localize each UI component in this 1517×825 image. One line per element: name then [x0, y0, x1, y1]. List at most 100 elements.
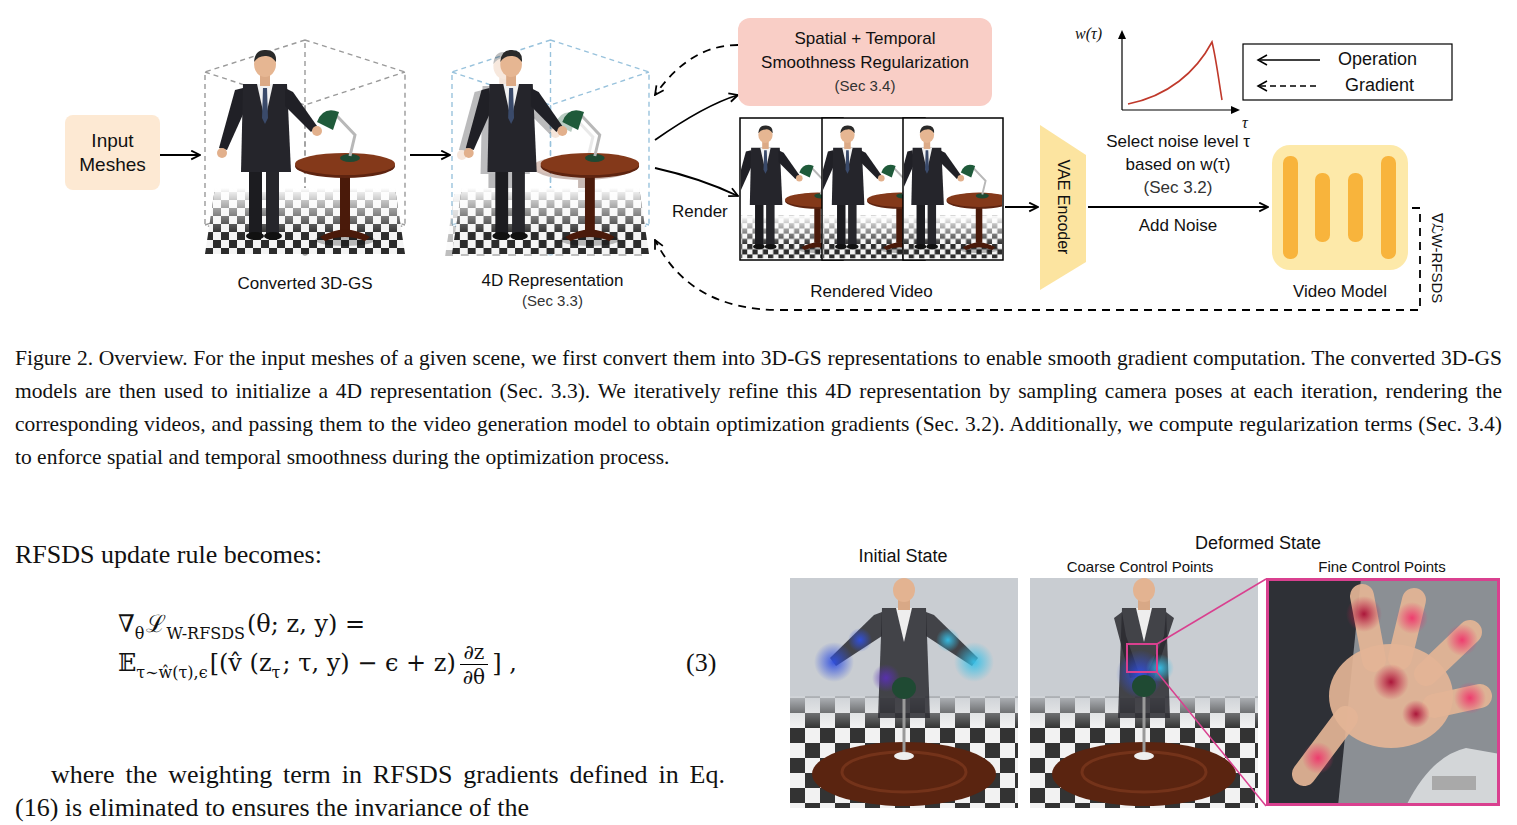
deformed-state-render: [1136, 608, 1152, 642]
operation-arrow: [1005, 206, 1038, 208]
video-frames: [888, 125, 1018, 258]
node-label: 4D Representation: [482, 270, 624, 291]
equation-subscript: τ∼ŵ(τ),ϵ: [136, 663, 207, 682]
label-wrap: Initial State: [793, 545, 1013, 567]
edge-label: Add Noise: [1118, 216, 1238, 236]
fine-control-closeup: [1304, 596, 1480, 774]
legend-text: Operation: [1338, 49, 1417, 69]
section-ref: (Sec 3.2): [1118, 177, 1238, 199]
weight-plot: [1128, 42, 1222, 104]
video-model-shape: [1348, 173, 1363, 242]
body-text: RFSDS update rule becomes:: [15, 540, 322, 569]
edge-label: Render: [672, 202, 728, 221]
step-note: Select noise level τ based on w(τ): [1093, 130, 1263, 176]
deformed-state-render: [1127, 644, 1157, 672]
video-model-shape: [1315, 173, 1330, 242]
equation-term: ] ,: [492, 649, 517, 677]
figure-caption: Figure 2. Overview. For the input meshes…: [15, 342, 1502, 474]
label-wrap: RFSDS update rule becomes:: [15, 538, 322, 572]
initial-state-render: [936, 628, 960, 652]
fraction-numerator: ∂z: [460, 640, 488, 665]
initial-state-render: [954, 642, 994, 682]
vae-encoder-shape: [1040, 125, 1086, 290]
fine-control-closeup: [1406, 748, 1500, 806]
node-label: Input Meshes: [69, 129, 156, 177]
deformed-state-render: [1133, 578, 1155, 602]
initial-state-render: [790, 578, 1018, 808]
weight-plot: [1231, 106, 1240, 114]
4d-representation: 4D Representation(Sec 3.3): [450, 38, 655, 310]
equation-subscript: τ: [272, 663, 281, 682]
equation-subscript: θ: [135, 624, 145, 643]
converted-3dgs: Converted 3D-GS: [200, 38, 410, 298]
regularization-box: Spatial + Temporal Smoothness Regulariza…: [738, 18, 992, 106]
4d-representation-figure: [452, 50, 649, 254]
body-paragraph: where the weighting term in RFSDS gradie…: [15, 758, 725, 824]
panel-subtitle: Fine Control Points: [1272, 558, 1492, 576]
fine-control-closeup: [1266, 578, 1500, 806]
zoom-lines: [1157, 579, 1266, 644]
operation-arrow: [655, 168, 738, 196]
weight-plot: [1118, 30, 1240, 114]
label-wrap: Select noise level τ based on w(τ): [1093, 130, 1263, 176]
deformed-state-render: [1030, 578, 1258, 808]
video-frames: [888, 125, 1018, 258]
fine-control-closeup: [1302, 742, 1334, 774]
panel-title: Initial State: [793, 545, 1013, 567]
zoom-lines: [1157, 672, 1266, 806]
deformed-state-render: [1134, 752, 1154, 760]
axis-label: τ: [1242, 114, 1248, 131]
label-wrap: τ: [1242, 113, 1248, 133]
operation-arrow: [655, 95, 738, 140]
video-model-shape: [1272, 145, 1408, 270]
fine-control-closeup: [1446, 624, 1478, 656]
fraction: ∂z∂θ: [460, 640, 488, 689]
operation-arrow: [160, 154, 200, 156]
legend-box: [1260, 59, 1320, 61]
deformed-state-render: [1030, 578, 1258, 808]
fine-control-closeup: [1268, 580, 1499, 805]
deformed-state-render: [1030, 578, 1258, 808]
label-wrap: Coarse Control Points: [1030, 558, 1250, 576]
panel-subtitle: Coarse Control Points: [1030, 558, 1250, 576]
node-label: Converted 3D-GS: [237, 273, 372, 294]
video-model-shape: [1381, 156, 1396, 259]
fine-control-closeup: [1373, 664, 1409, 700]
operation-arrow: [410, 154, 450, 156]
legend-entry: Operation: [1338, 48, 1417, 70]
4d-representation-figure: [445, 40, 649, 256]
input-box: Input Meshes: [65, 115, 160, 190]
deformed-state-render: [1132, 675, 1156, 697]
video-model: Video Model: [1268, 140, 1412, 302]
initial-state-render: [790, 578, 1018, 808]
initial-state-render: [848, 628, 872, 652]
deformed-state-render: [1082, 752, 1206, 792]
fine-control-closeup: [1432, 776, 1476, 790]
equation-term: ∇: [118, 610, 135, 638]
operation-arrow: [1088, 206, 1268, 208]
equation-term: (θ; z, y) =: [247, 610, 365, 638]
legend-entry: Gradient: [1345, 74, 1414, 96]
equation-term: ℒ: [146, 610, 166, 638]
label-wrap: Deformed State: [1128, 532, 1388, 554]
video-frames: [726, 118, 1018, 260]
fine-control-closeup: [1454, 682, 1486, 714]
gradient-arrow: [655, 208, 1420, 310]
gradient-arrow: [655, 45, 738, 95]
equation-number: (3): [686, 648, 716, 677]
node-label: Rendered Video: [810, 281, 933, 302]
converted-3dgs-figure: [205, 50, 405, 254]
label-wrap: Fine Control Points: [1272, 558, 1492, 576]
axis-label: w(τ): [1075, 25, 1102, 42]
initial-state-render: [814, 642, 854, 682]
rendered-video: Rendered Video: [738, 112, 1005, 302]
fine-control-closeup: [1266, 578, 1500, 806]
equation-term: ; τ, y) − ϵ + z): [282, 649, 455, 677]
panel-title: Deformed State: [1128, 532, 1388, 554]
initial-state-render: [842, 752, 966, 792]
label-wrap: w(τ): [1075, 24, 1102, 44]
legend-box: [1243, 44, 1452, 100]
initial-state-render: [892, 677, 916, 699]
equation-row: ∇θℒW-RFSDS(θ; z, y) =: [118, 606, 365, 645]
